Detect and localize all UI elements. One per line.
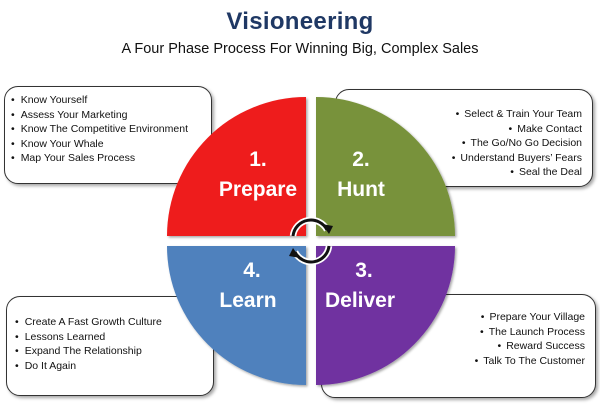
diagram-subtitle: A Four Phase Process For Winning Big, Co… bbox=[121, 41, 479, 57]
deliver-quadrant bbox=[316, 246, 455, 385]
hunt-task-item: Select & Train Your Team bbox=[336, 107, 582, 122]
prepare-task-item: Assess Your Marketing bbox=[11, 108, 211, 123]
prepare-task-item: Know The Competitive Environment bbox=[11, 122, 211, 137]
prepare-task-item: Map Your Sales Process bbox=[11, 151, 211, 166]
learn-task-item: Lessons Learned bbox=[15, 330, 213, 345]
hunt-label: Hunt bbox=[337, 178, 385, 201]
hunt-task-item: The Go/No Go Decision bbox=[336, 136, 582, 151]
learn-quadrant bbox=[167, 246, 306, 385]
deliver-label: Deliver bbox=[325, 289, 395, 312]
hunt-task-item: Seal the Deal bbox=[336, 165, 582, 180]
deliver-task-item: Talk To The Customer bbox=[322, 354, 585, 369]
learn-task-item: Create A Fast Growth Culture bbox=[15, 315, 213, 330]
deliver-task-item: Reward Success bbox=[322, 339, 585, 354]
learn-tasks-box: Create A Fast Growth Culture Lessons Lea… bbox=[6, 296, 214, 396]
learn-task-item: Do It Again bbox=[15, 359, 213, 374]
deliver-task-item: Prepare Your Village bbox=[322, 310, 585, 325]
prepare-label: Prepare bbox=[219, 178, 297, 201]
hunt-task-item: Make Contact bbox=[336, 122, 582, 137]
deliver-task-item: The Launch Process bbox=[322, 325, 585, 340]
prepare-task-item: Know Yourself bbox=[11, 93, 211, 108]
circular-arrows-icon bbox=[289, 216, 333, 266]
diagram-title: Visioneering bbox=[226, 8, 374, 35]
learn-number: 4. bbox=[243, 259, 261, 282]
prepare-task-item: Know Your Whale bbox=[11, 137, 211, 152]
hunt-quadrant bbox=[316, 97, 455, 236]
learn-task-item: Expand The Relationship bbox=[15, 344, 213, 359]
prepare-tasks-box: Know Yourself Assess Your Marketing Know… bbox=[4, 86, 212, 184]
hunt-task-item: Understand Buyers’ Fears bbox=[336, 151, 582, 166]
deliver-number: 3. bbox=[355, 259, 373, 282]
prepare-quadrant bbox=[167, 97, 306, 236]
learn-label: Learn bbox=[219, 289, 276, 312]
hunt-number: 2. bbox=[352, 148, 370, 171]
prepare-number: 1. bbox=[249, 148, 267, 171]
